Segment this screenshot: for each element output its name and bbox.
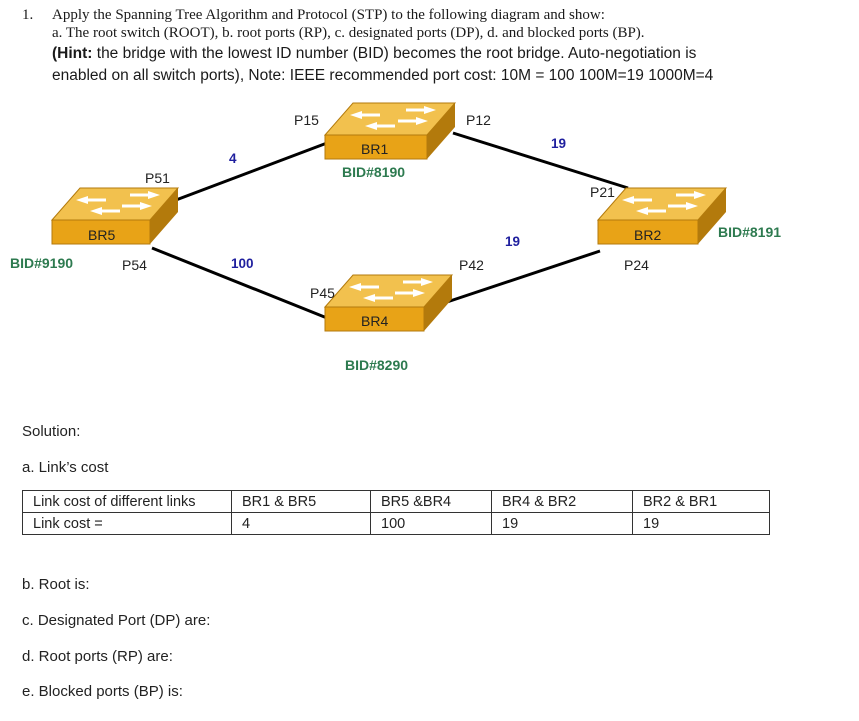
link-br4-br2: [443, 249, 601, 305]
switch-br5-icon: [50, 187, 180, 245]
question-line-1: Apply the Spanning Tree Algorithm and Pr…: [52, 7, 605, 23]
port-p21: P21: [590, 184, 615, 200]
table-cell: 4: [231, 512, 371, 535]
solution-a-label: a. Link’s cost: [22, 459, 109, 476]
solution-c-designated: c. Designated Port (DP) are:: [22, 612, 211, 629]
link-br1-br2: [452, 131, 629, 190]
br2-bid: BID#8191: [718, 224, 782, 240]
br4-label: BR4: [361, 313, 389, 329]
switch-br2-icon: [596, 187, 728, 245]
cost-br1-br5: 4: [229, 151, 237, 166]
table-row: Link cost = 4 100 19 19: [22, 512, 770, 535]
br1-bid: BID#8190: [342, 164, 406, 180]
switch-br4-icon: [323, 274, 454, 332]
br1-label: BR1: [361, 141, 389, 157]
port-p51: P51: [145, 170, 170, 186]
link-cost-table: Link cost of different links BR1 & BR5 B…: [22, 490, 770, 535]
table-cell: BR2 & BR1: [632, 490, 770, 513]
table-cell: 100: [370, 512, 492, 535]
port-p42: P42: [459, 257, 484, 273]
hint-text: the bridge with the lowest ID number (BI…: [92, 45, 697, 62]
table-cell: BR1 & BR5: [231, 490, 371, 513]
br2-label: BR2: [634, 227, 662, 243]
switch-br1-icon: [323, 102, 457, 160]
network-diagram: [50, 102, 728, 332]
link-br5-br4: [151, 246, 328, 320]
port-p12: P12: [466, 112, 491, 128]
hint-label: (Hint:: [52, 45, 93, 62]
table-cell: BR5 &BR4: [370, 490, 492, 513]
question-line-2: a. The root switch (ROOT), b. root ports…: [52, 25, 645, 41]
port-p54: P54: [122, 257, 147, 273]
port-p24: P24: [624, 257, 649, 273]
solution-b-root: b. Root is:: [22, 576, 90, 593]
solution-d-root-ports: d. Root ports (RP) are:: [22, 648, 173, 665]
question-line-4: enabled on all switch ports), Note: IEEE…: [52, 67, 714, 84]
cost-br1-br2: 19: [551, 136, 567, 151]
port-p45: P45: [310, 285, 335, 301]
cost-br5-br4: 100: [231, 256, 254, 271]
solution-heading: Solution:: [22, 423, 81, 440]
port-p15: P15: [294, 112, 319, 128]
table-cell: 19: [632, 512, 770, 535]
table-cell: 19: [491, 512, 633, 535]
table-cell: BR4 & BR2: [491, 490, 633, 513]
cost-br4-br2: 19: [505, 234, 521, 249]
question-hint: (Hint: the bridge with the lowest ID num…: [52, 45, 696, 63]
table-cell: Link cost of different links: [22, 490, 232, 513]
table-cell: Link cost =: [22, 512, 232, 535]
solution-e-blocked: e. Blocked ports (BP) is:: [22, 683, 183, 700]
br4-bid: BID#8290: [345, 357, 409, 373]
br5-label: BR5: [88, 227, 116, 243]
br5-bid: BID#9190: [10, 255, 74, 271]
table-row: Link cost of different links BR1 & BR5 B…: [22, 490, 770, 513]
question-number: 1.: [22, 7, 34, 23]
link-br5-br1: [167, 141, 328, 205]
